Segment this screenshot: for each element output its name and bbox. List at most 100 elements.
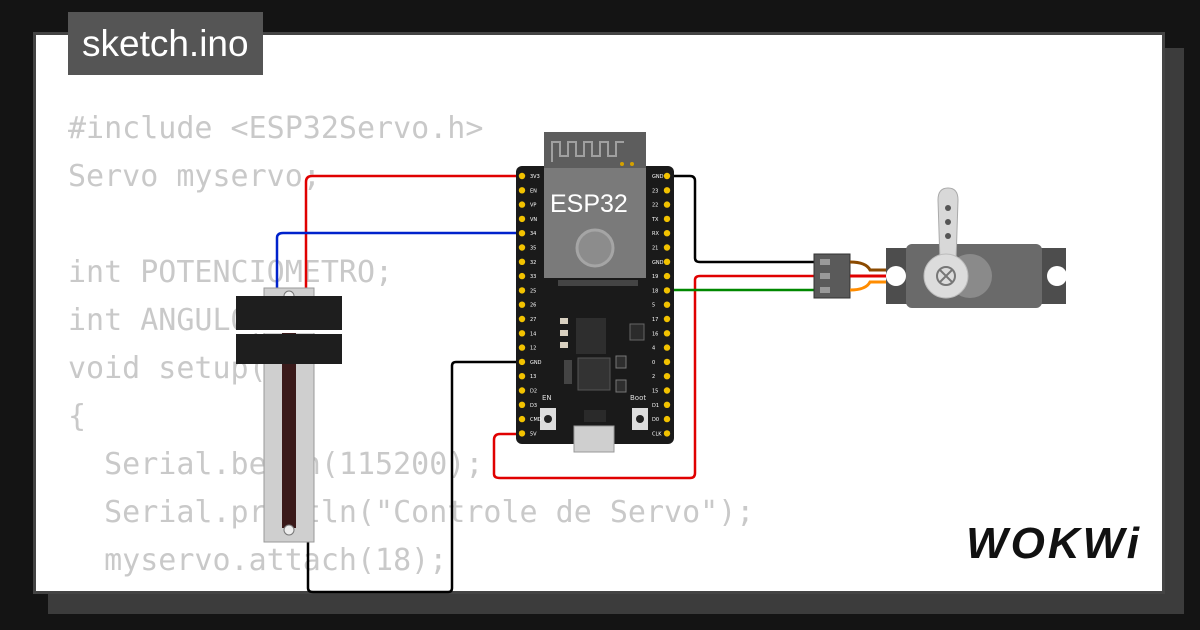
board-pin-label: GND (530, 360, 542, 366)
board-pin-label: 15 (652, 389, 658, 395)
board-pin-label: 5 (652, 303, 655, 309)
servo-connector (813, 253, 904, 299)
board-pin-label: TX (651, 217, 659, 223)
code-line: Serial.println("Controle de Servo"); (68, 495, 755, 530)
servo-motor[interactable] (886, 187, 1067, 308)
board-pin[interactable] (663, 387, 671, 394)
board-pin-label: 2 (652, 374, 655, 380)
board-pin[interactable] (518, 415, 526, 423)
board-pin[interactable] (518, 201, 526, 208)
board-pin-label: CLK (652, 431, 662, 437)
board-pin[interactable] (663, 330, 671, 337)
code-line: Servo myservo; (68, 159, 321, 194)
board-pin[interactable] (518, 387, 526, 394)
board-pin-label: EN (530, 188, 537, 194)
code-line: #include <ESP32Servo.h> (68, 111, 484, 146)
board-pin[interactable] (518, 244, 526, 251)
board-pin[interactable] (518, 330, 526, 337)
espressif-logo-icon (575, 228, 615, 268)
board-pin-label: CMD (530, 417, 542, 423)
board-pin[interactable] (663, 358, 671, 366)
board-pin[interactable] (518, 430, 526, 437)
board-pin-label: 16 (652, 331, 658, 337)
board-pin[interactable] (518, 344, 526, 351)
wires (275, 174, 820, 594)
board-pin-label: VN (530, 217, 537, 223)
usb-port (573, 425, 615, 453)
board-pin-label: RX (652, 231, 659, 237)
board-pin-label: 34 (530, 231, 536, 237)
board-pin[interactable] (663, 344, 671, 351)
code-line: myservo.attach(18); (68, 543, 448, 578)
board-pin[interactable] (518, 187, 526, 194)
board-pin[interactable] (518, 287, 526, 294)
board-pin-label: 13 (530, 374, 536, 380)
board-pin-label: 35 (530, 246, 536, 252)
wire-ground-servo (667, 174, 820, 264)
board-pin-label: 4 (652, 346, 655, 352)
board-pin-label: 17 (652, 317, 658, 323)
board-pin[interactable] (663, 244, 671, 251)
board-pin[interactable] (663, 401, 671, 408)
board-pin-label: GND (652, 260, 664, 266)
wire-ground-pot (306, 360, 522, 594)
servo-screw-icon (936, 266, 956, 286)
board-pin[interactable] (518, 258, 526, 265)
board-pin[interactable] (663, 373, 671, 380)
board-pin[interactable] (663, 315, 671, 323)
board-pin[interactable] (663, 215, 671, 223)
board-pin-label: VP (530, 203, 536, 209)
board-pin[interactable] (518, 272, 526, 280)
board-pin[interactable] (518, 215, 526, 223)
board-pin-label: 0 (652, 360, 655, 366)
board-pin-label: D2 (530, 389, 537, 395)
board-pin-label: 12 (530, 346, 536, 352)
board-pin[interactable] (663, 187, 671, 194)
board-pin-label: GND (652, 174, 664, 180)
board-pin[interactable] (663, 201, 671, 208)
board-pin-label: 19 (652, 274, 658, 280)
code-line: int POTENCIOMETRO; (68, 255, 394, 290)
board-pin-label: 26 (530, 303, 536, 309)
code-line: { (68, 399, 87, 434)
board-pin-label: 22 (652, 203, 658, 209)
board-pin[interactable] (663, 415, 671, 423)
board-pin[interactable] (663, 287, 671, 294)
filename-tab[interactable]: sketch.ino (68, 12, 263, 75)
board-pin[interactable] (663, 230, 671, 237)
board-pin[interactable] (663, 258, 671, 265)
board-pin-label: 27 (530, 317, 536, 323)
wokwi-logo: WOKWi (966, 519, 1142, 568)
board-pin[interactable] (518, 373, 526, 380)
board-pin-label: D0 (652, 417, 659, 423)
board-pin[interactable] (663, 430, 671, 437)
slide-potentiometer[interactable] (236, 287, 342, 543)
board-pin[interactable] (518, 301, 526, 308)
board-pin-label: 32 (530, 260, 536, 266)
board-pin-label: 18 (652, 288, 658, 294)
board-pin-label: 3V3 (530, 174, 540, 180)
board-pin[interactable] (518, 172, 526, 180)
board-pin-label: D1 (652, 403, 659, 409)
board-pin-label: 5V (530, 431, 537, 437)
esp32-board[interactable]: ESP32 EN Boot 3V3ENVPVN34353233252627141… (516, 132, 674, 453)
board-pin[interactable] (663, 172, 671, 180)
board-pin-label: D3 (530, 403, 537, 409)
board-pin[interactable] (518, 230, 526, 237)
wire-3v3 (304, 174, 522, 290)
board-pin[interactable] (663, 301, 671, 308)
board-pin[interactable] (518, 358, 526, 366)
left-pin-header: 3V3ENVPVN343532332526271412GND13D2D3CMD5… (518, 172, 542, 437)
esp32-label: ESP32 (550, 190, 628, 218)
wire-pot-signal (275, 231, 522, 290)
board-pin[interactable] (663, 272, 671, 280)
board-pin[interactable] (518, 401, 526, 408)
board-pin-label: 33 (530, 274, 536, 280)
en-label: EN (542, 394, 552, 402)
board-pin[interactable] (518, 315, 526, 323)
board-pin-label: 21 (652, 246, 658, 252)
boot-label: Boot (630, 394, 646, 402)
board-pin-label: 25 (530, 288, 536, 294)
